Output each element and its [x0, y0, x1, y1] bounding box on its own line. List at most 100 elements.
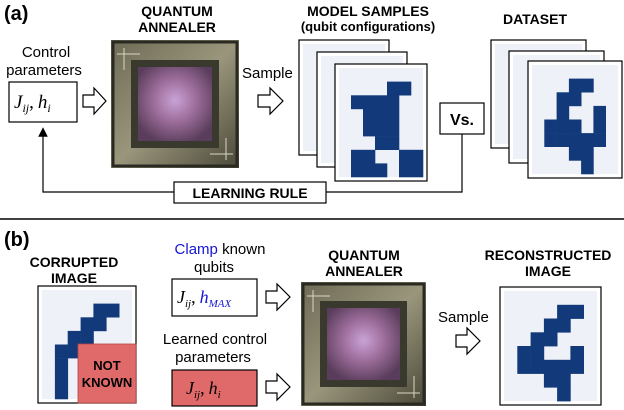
- qubit-pixel: [593, 133, 606, 147]
- qubit-pixel: [363, 149, 376, 164]
- qubit-pixel: [351, 95, 364, 110]
- annealer-b-title-1: QUANTUM: [328, 247, 400, 263]
- qubit-pixel: [80, 317, 94, 332]
- qubit-pixel: [351, 149, 364, 164]
- qubit-pixel: [375, 136, 388, 150]
- clamp-word: Clamp: [175, 241, 218, 258]
- qubit-pixel: [411, 149, 424, 164]
- control-parameters-formula: Jij,hi: [14, 92, 51, 115]
- learning-rule-box: [173, 181, 327, 204]
- arrow-clamp-to-annealer: [265, 282, 291, 312]
- annealer-a-title-1: QUANTUM: [141, 3, 213, 19]
- qubit-pixel: [67, 344, 81, 359]
- vs-label: Vs.: [450, 112, 474, 129]
- qubit-pixel: [351, 163, 364, 178]
- qubit-pixel: [530, 359, 545, 374]
- qubit-pixel: [570, 346, 584, 361]
- qubit-pixel: [568, 119, 582, 134]
- qubit-pixel: [543, 359, 558, 374]
- qubit-pixel: [557, 387, 571, 402]
- learned-label-line1: Learned control: [163, 331, 267, 348]
- sample-label-a: Sample: [242, 65, 293, 82]
- panel-b-label: (b): [4, 229, 30, 251]
- qubit-pixel: [387, 108, 400, 123]
- arrow-to-reconstructed: [455, 326, 481, 356]
- arrow-to-samples: [257, 86, 284, 116]
- qubit-pixel: [363, 95, 376, 110]
- annealer-a-title-2: ANNEALER: [138, 19, 216, 35]
- qubit-pixel: [556, 92, 570, 107]
- corrupted-title-1: CORRUPTED: [30, 254, 119, 270]
- qubit-pixel: [399, 81, 412, 96]
- qubit-pixel: [570, 304, 584, 319]
- learned-label-line2: parameters: [175, 349, 251, 366]
- control-parameters-box: [8, 81, 78, 123]
- not-known-line1: NOT: [93, 358, 121, 373]
- qubit-pixel: [375, 122, 388, 137]
- reconstructed-title-2: IMAGE: [525, 263, 571, 279]
- not-known-region: [77, 343, 137, 404]
- panel-a-label: (a): [4, 3, 28, 25]
- learning-rule-label: LEARNING RULE: [192, 185, 307, 201]
- qubit-pixel: [530, 332, 545, 347]
- qubit-pixel: [54, 385, 69, 400]
- qubit-pixel: [544, 119, 557, 134]
- learning-rule-loop: [38, 127, 463, 193]
- qubit-pixel: [593, 119, 606, 134]
- vs-box: [439, 102, 485, 135]
- qubit-pixel: [363, 163, 376, 178]
- qubit-pixel: [581, 160, 594, 175]
- qubit-pixel: [557, 318, 571, 333]
- reconstructed-title-1: RECONSTRUCTED: [485, 247, 612, 263]
- learned-formula: Jij,hi: [186, 378, 221, 401]
- clamp-label-line2: qubits: [194, 259, 234, 276]
- qubit-pixel: [568, 133, 582, 147]
- qubit-pixel: [387, 95, 400, 110]
- annealer-b-title-2: ANNEALER: [325, 263, 403, 279]
- qubit-pixel: [581, 146, 594, 161]
- samples-title-2: (qubit configurations): [301, 19, 435, 34]
- control-label-line2: parameters: [6, 62, 82, 79]
- qubit-pixel: [568, 78, 582, 93]
- qubit-pixel: [387, 136, 400, 150]
- qubit-pixel: [517, 359, 531, 374]
- qubit-pixel: [543, 332, 558, 347]
- qubit-pixel: [581, 78, 594, 93]
- qubit-pixel: [530, 346, 545, 361]
- clamp-box: [171, 278, 258, 317]
- qubit-pixel: [557, 359, 571, 374]
- sample-label-b: Sample: [438, 309, 489, 326]
- qubit-pixel: [570, 359, 584, 374]
- qubit-pixel: [67, 330, 81, 345]
- qubit-pixel: [557, 373, 571, 388]
- qubit-pixel: [543, 373, 558, 388]
- qubit-pixel: [517, 346, 531, 361]
- qubit-pixel: [557, 304, 571, 319]
- qubit-pixel: [556, 105, 570, 120]
- qubit-pixel: [106, 303, 120, 318]
- samples-title-1: MODEL SAMPLES: [307, 3, 429, 19]
- qubit-pixel: [581, 133, 594, 147]
- qubit-pixel: [399, 149, 412, 164]
- arrow-learned-to-annealer: [265, 372, 291, 402]
- qubit-pixel: [93, 303, 107, 318]
- qubit-pixel: [544, 133, 557, 147]
- qubit-pixel: [93, 317, 107, 332]
- qubit-pixel: [54, 371, 69, 386]
- qubit-pixel: [411, 163, 424, 178]
- model-sample-card-front: [334, 63, 428, 182]
- qubit-pixel: [556, 133, 570, 147]
- qubit-pixel: [363, 108, 376, 123]
- dataset-card-front: [527, 60, 623, 179]
- qubit-pixel: [543, 318, 558, 333]
- qubit-pixel: [568, 146, 582, 161]
- qubit-pixel: [568, 92, 582, 107]
- qubit-pixel: [375, 163, 388, 178]
- dataset-title: DATASET: [503, 11, 567, 27]
- qubit-pixel: [54, 344, 69, 359]
- control-label-line1: Control: [22, 44, 70, 61]
- clamp-formula: Jij,hMAX: [177, 287, 233, 310]
- annealer-a-chip-image: [111, 40, 239, 168]
- qubit-pixel: [593, 105, 606, 120]
